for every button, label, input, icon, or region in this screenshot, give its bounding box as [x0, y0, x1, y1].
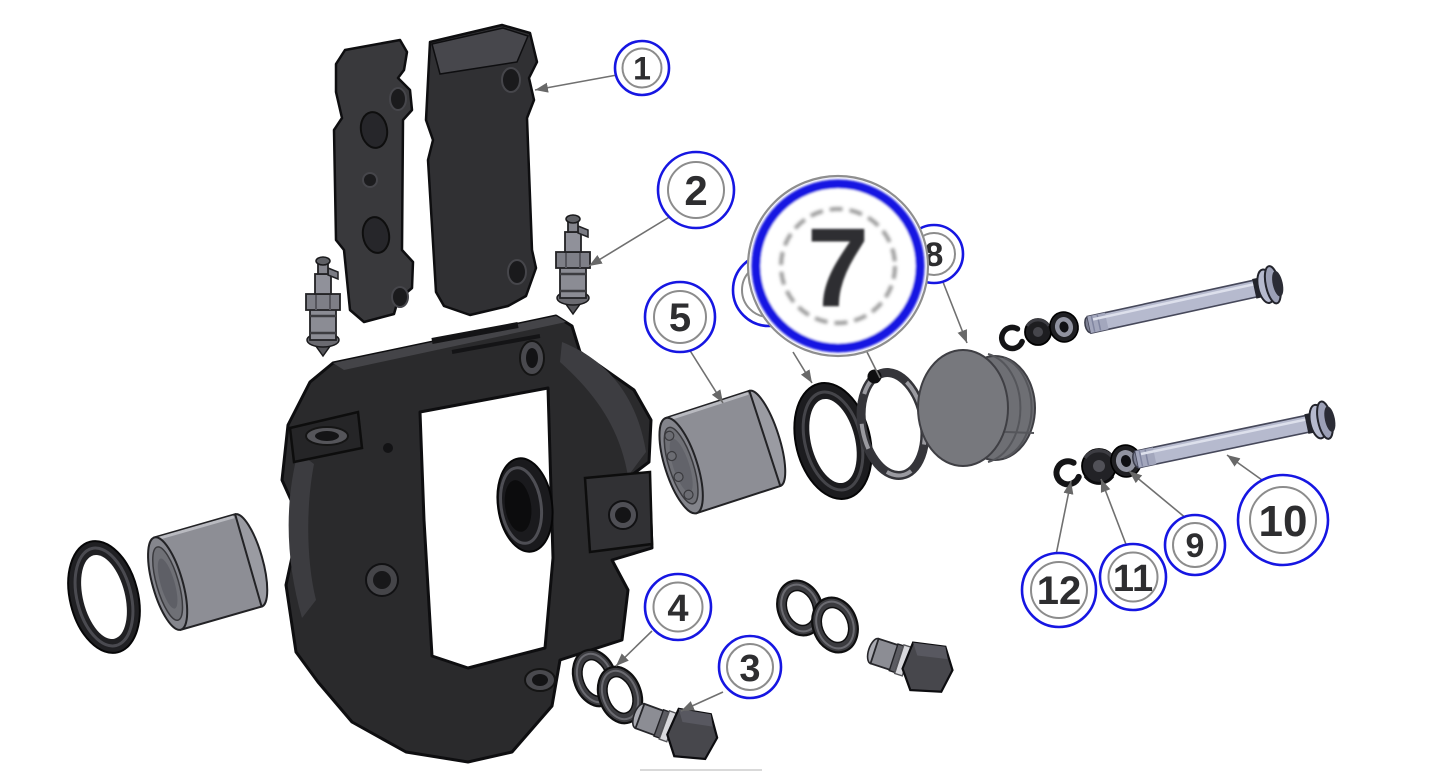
- brake-pad-right: [424, 23, 539, 317]
- banjo-bolt-a: [631, 702, 719, 761]
- callout-9[interactable]: 9: [1163, 513, 1227, 577]
- callout-1[interactable]: 1: [613, 39, 671, 97]
- leader-line-6b: [866, 351, 881, 379]
- piston-left: [147, 513, 269, 631]
- piston-5: [658, 389, 787, 515]
- magnified-callout-7[interactable]: 7: [746, 174, 930, 358]
- leader-line-1: [534, 74, 618, 93]
- svg-text:3: 3: [739, 648, 760, 690]
- leader-line-8: [942, 281, 968, 344]
- svg-text:1: 1: [633, 51, 651, 87]
- circlip-top: [998, 324, 1025, 352]
- nut-bottom: [1081, 448, 1117, 485]
- callout-11[interactable]: 11: [1098, 542, 1168, 612]
- callout-12[interactable]: 12: [1020, 551, 1098, 629]
- guide-pin-bottom: [1132, 400, 1336, 469]
- page-edge-line: [640, 769, 762, 771]
- leader-line-3: [680, 691, 724, 712]
- callout-10[interactable]: 10: [1236, 473, 1330, 567]
- callout-4[interactable]: 4: [643, 572, 713, 642]
- caliper-bracket: [280, 314, 654, 764]
- svg-text:12: 12: [1037, 569, 1082, 613]
- leader-line-12: [1055, 480, 1074, 556]
- svg-text:11: 11: [1113, 558, 1153, 600]
- leader-line-10: [1226, 454, 1263, 481]
- svg-text:8: 8: [925, 236, 944, 274]
- leader-line-2: [588, 215, 672, 267]
- piston-seal-ring: [793, 382, 873, 500]
- svg-text:5: 5: [669, 296, 691, 340]
- magnifier-inner-ring: [779, 207, 897, 325]
- bleed-screw-right: [555, 214, 591, 316]
- guide-pin-top: [1084, 265, 1284, 335]
- callout-5[interactable]: 5: [643, 280, 717, 354]
- leader-lines: [534, 74, 1263, 712]
- nut-top: [1024, 318, 1052, 346]
- magnified-number: 7: [807, 205, 869, 330]
- sealing-washer-pair-b: [776, 579, 859, 654]
- bleed-screw-left: [305, 256, 341, 358]
- leader-line-11: [1100, 478, 1128, 548]
- o-ring-left: [67, 540, 141, 654]
- brake-pad-left: [332, 38, 415, 324]
- svg-text:4: 4: [667, 588, 688, 630]
- leader-line-4: [615, 630, 653, 667]
- dust-cap: [917, 349, 1036, 467]
- sealing-washer-pair-a: [571, 648, 644, 725]
- leader-line-5: [688, 348, 724, 404]
- leader-line-6a: [792, 351, 813, 384]
- callout-3[interactable]: 3: [717, 634, 783, 700]
- banjo-bolt-b: [866, 637, 954, 693]
- svg-text:10: 10: [1259, 497, 1308, 546]
- circlip-bottom: [1053, 458, 1082, 488]
- svg-text:2: 2: [684, 167, 707, 214]
- svg-text:9: 9: [1186, 527, 1205, 565]
- callout-2[interactable]: 2: [656, 150, 736, 230]
- washer-top: [1049, 311, 1079, 343]
- leader-line-9: [1128, 470, 1188, 520]
